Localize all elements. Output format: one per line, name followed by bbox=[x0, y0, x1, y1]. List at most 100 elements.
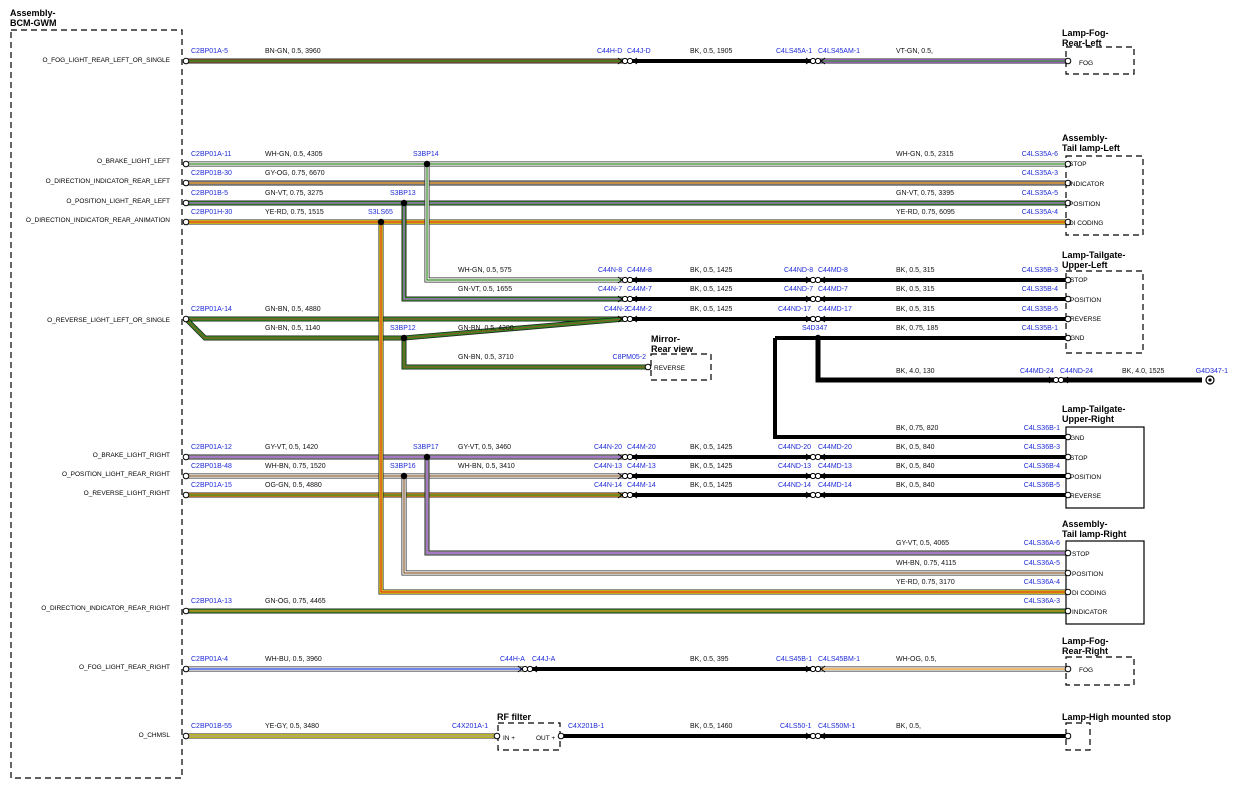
hms-title: Lamp-High mounted stop bbox=[1062, 712, 1171, 722]
inline-connector bbox=[617, 276, 638, 284]
splice-point bbox=[400, 472, 408, 480]
connector-label: C4LS45BM-1 bbox=[818, 656, 860, 663]
inline-connector-chevron-mate bbox=[820, 57, 826, 65]
bcm-pin bbox=[182, 732, 190, 740]
tail-r-box bbox=[1065, 540, 1145, 625]
splice-label: S3BP12 bbox=[390, 325, 416, 332]
inline-connector-chevron-mate bbox=[632, 491, 638, 499]
splice-point bbox=[423, 453, 431, 461]
pin-label: DI CODING bbox=[1069, 220, 1103, 227]
tg-ur-title: Lamp-Tailgate- bbox=[1062, 404, 1125, 414]
box-layer bbox=[10, 29, 1145, 779]
inline-connector bbox=[805, 57, 826, 65]
wire-tail-r-stop-base bbox=[425, 457, 1068, 555]
splice-label: S3BP17 bbox=[413, 444, 439, 451]
fog-rr-title: Rear-Right bbox=[1062, 646, 1108, 656]
connector-label: C44MD-17 bbox=[818, 306, 852, 313]
splice-point bbox=[400, 199, 408, 207]
bcm-pin bbox=[182, 665, 190, 673]
wire-pos-ul-base bbox=[402, 203, 625, 301]
signal-name: O_REVERSE_LIGHT_LEFT_OR_SINGLE bbox=[47, 317, 170, 324]
device-pin bbox=[1064, 607, 1072, 615]
wire-label: BK, 0.75, 185 bbox=[896, 325, 939, 332]
connector-label: C44N-8 bbox=[598, 267, 622, 274]
inline-connector-chevron-mate bbox=[820, 453, 826, 461]
wire-label: WH-GN, 0.5, 2315 bbox=[896, 151, 954, 158]
signal-name: O_FOG_LIGHT_REAR_LEFT_OR_SINGLE bbox=[42, 57, 170, 64]
inline-connector-pin-mate bbox=[626, 491, 634, 499]
connector-label: C8PM05-2 bbox=[613, 354, 647, 361]
inline-connector-chevron-mate bbox=[632, 295, 638, 303]
device-pin bbox=[1064, 433, 1072, 441]
splice-label: S4D347 bbox=[802, 325, 827, 332]
device-pin bbox=[1064, 57, 1072, 65]
wire-rev-mirror-tracer bbox=[403, 338, 648, 368]
tg-ul-box bbox=[1065, 270, 1144, 354]
bcm-pin bbox=[182, 607, 190, 615]
bcm-pin bbox=[182, 57, 190, 65]
inline-connector bbox=[617, 491, 638, 499]
connector-label: C4LS35A-6 bbox=[1022, 151, 1058, 158]
splice-label: S3BP14 bbox=[413, 151, 439, 158]
inline-connector bbox=[805, 732, 826, 740]
inline-connector-chevron-mate bbox=[632, 472, 638, 480]
connector-label: C44M-8 bbox=[627, 267, 652, 274]
connector-label: C4LS35B-5 bbox=[1022, 306, 1058, 313]
connector-label: C4LS35B-1 bbox=[1022, 325, 1058, 332]
wire-label: BK, 0.5, 1460 bbox=[690, 723, 733, 730]
pin-label: GND bbox=[1070, 335, 1085, 342]
connector-label: C4LS36B-3 bbox=[1024, 444, 1060, 451]
wire-label: WH-BN, 0.75, 1520 bbox=[265, 463, 326, 470]
tg-ul-title: Upper-Left bbox=[1062, 260, 1108, 270]
wire-pos-ul-tracer bbox=[403, 203, 625, 300]
connector-label: C44ND-13 bbox=[778, 463, 811, 470]
inline-connector-pin bbox=[809, 665, 817, 673]
inline-connector bbox=[617, 295, 638, 303]
inline-connector-pin-mate bbox=[626, 315, 634, 323]
wire-label: BK, 0.5, 1425 bbox=[690, 444, 733, 451]
inline-connector-chevron-mate bbox=[532, 665, 538, 673]
wire-rev-mirror-base bbox=[402, 338, 648, 369]
inline-connector-pin-mate bbox=[814, 453, 822, 461]
bcm-pin bbox=[182, 472, 190, 480]
wire-gnd-trunk1 bbox=[815, 338, 1056, 383]
wire-label: BK, 0.5, 395 bbox=[690, 656, 729, 663]
inline-connector bbox=[517, 665, 538, 673]
connector-label: C44MD-8 bbox=[818, 267, 848, 274]
inline-connector-pin-mate bbox=[626, 276, 634, 284]
signal-name: O_BRAKE_LIGHT_RIGHT bbox=[93, 452, 170, 459]
wire-label: WH-BU, 0.5, 3960 bbox=[265, 656, 322, 663]
inline-connector bbox=[617, 315, 638, 323]
connector-label: C2BP01A-14 bbox=[191, 306, 232, 313]
fog-rl-title: Rear-Left bbox=[1062, 38, 1102, 48]
connector-label: C2BP01B-5 bbox=[191, 190, 228, 197]
wire-rev-loop-tracer bbox=[185, 318, 404, 339]
device-pin bbox=[1064, 276, 1072, 284]
splice-label: S3BP16 bbox=[390, 463, 416, 470]
inline-connector-chevron-mate bbox=[820, 732, 826, 740]
wire-tail-r-pos-tracer bbox=[403, 476, 1068, 574]
inline-connector-chevron-mate bbox=[820, 315, 826, 323]
connector-label: C44N-20 bbox=[594, 444, 622, 451]
inline-connector-chevron-mate bbox=[632, 453, 638, 461]
connector-label: C2BP01A-13 bbox=[191, 598, 232, 605]
device-pin bbox=[493, 732, 501, 740]
rf-title: RF filter bbox=[497, 712, 531, 722]
connector-label: C44ND-20 bbox=[778, 444, 811, 451]
inline-connector-pin-mate bbox=[814, 57, 822, 65]
pin-label: STOP bbox=[1072, 551, 1090, 558]
wire-stop-ul-tracer bbox=[426, 164, 625, 281]
device-pin bbox=[644, 363, 652, 371]
inline-connector bbox=[805, 472, 826, 480]
inline-connector bbox=[1048, 376, 1069, 384]
inline-connector-chevron-mate bbox=[820, 295, 826, 303]
inline-connector-pin bbox=[809, 453, 817, 461]
splice-point bbox=[400, 334, 408, 342]
connector-label: C44N-7 bbox=[598, 286, 622, 293]
wire-tail-r-stop-outline bbox=[424, 457, 1068, 556]
bcm-pin bbox=[182, 491, 190, 499]
device-pin bbox=[1064, 588, 1072, 596]
connector-label: C2BP01A-11 bbox=[191, 151, 231, 158]
connector-label: C44N-13 bbox=[594, 463, 622, 470]
